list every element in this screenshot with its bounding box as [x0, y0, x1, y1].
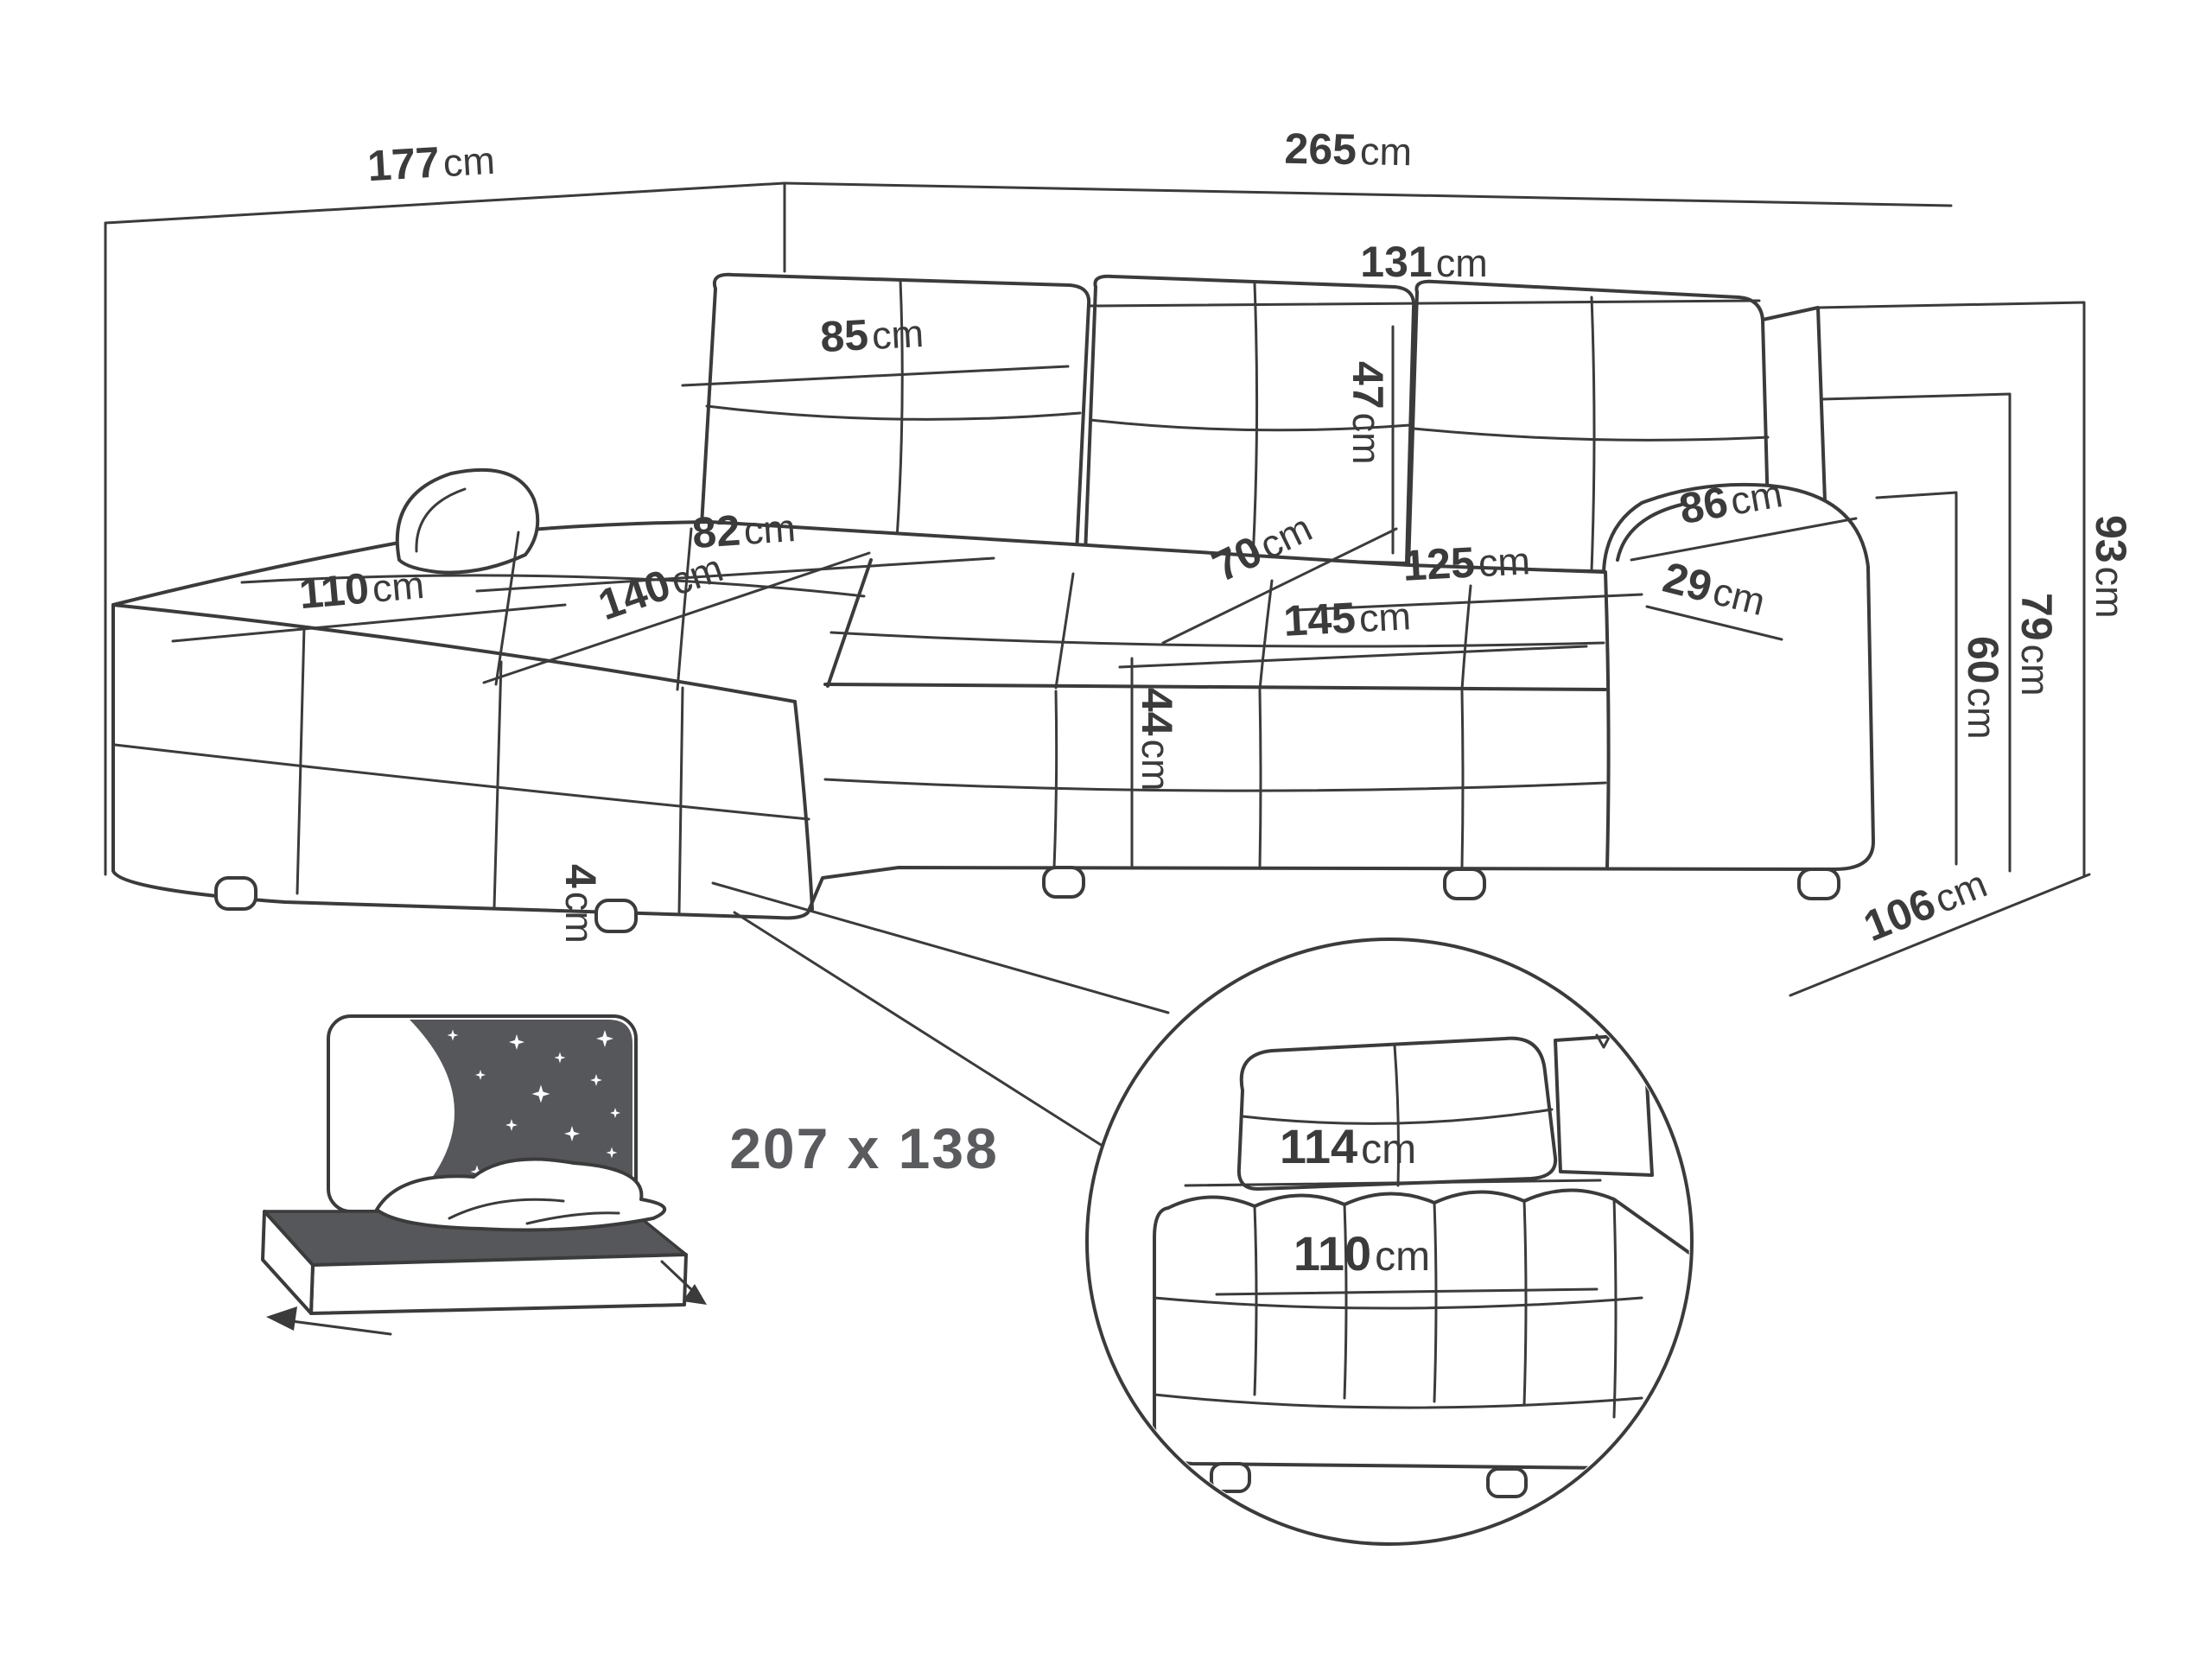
dimline-131: [1089, 299, 1761, 308]
sofa-seams: [113, 527, 1607, 914]
detail-view: 114cm 110cm: [1085, 938, 1694, 1546]
frame-top-right: [783, 181, 1953, 207]
dimline-145: [1118, 645, 1588, 669]
detail-seams: [1153, 1198, 1643, 1419]
sofa-feet: [214, 866, 1840, 933]
dim-label-47: 47cm: [1344, 361, 1392, 465]
dim-label-86: 86cm: [1675, 467, 1786, 533]
detail-leader-lines: [711, 881, 1170, 1151]
mattress-base: [309, 1253, 688, 1315]
unfold-arrow-left: [283, 1319, 392, 1336]
dimline-70: [1161, 527, 1398, 645]
sofa-drawing: [111, 272, 1875, 933]
sleeping-size-label: 207 x 138: [729, 1116, 999, 1180]
detail-drawing: [1153, 1033, 1689, 1498]
dim-label-93: 93cm: [2087, 515, 2135, 619]
frame-right-93: [1816, 301, 2086, 878]
dimline-140: [482, 551, 871, 684]
dimline-29: [1645, 605, 1783, 641]
left-armrest: [395, 467, 540, 575]
dim-label-131: 131cm: [1360, 238, 1487, 286]
dimline-82: [475, 556, 995, 593]
starry-sky: [406, 1020, 632, 1208]
dimline-85: [681, 365, 1070, 387]
dim-label-177: 177cm: [366, 135, 496, 190]
sleeping-function-icon: [261, 1014, 707, 1336]
back-cushion-left: [700, 272, 1091, 555]
frame-dimension-lines: [104, 181, 2091, 997]
frame-depth-106: [1789, 873, 2091, 997]
mattress-left-face: [261, 1210, 315, 1315]
sofa-structure-lines: [111, 503, 1683, 911]
detail-foot: [1486, 1467, 1528, 1498]
dim-label-4: 4cm: [556, 864, 605, 944]
detail-dimline-114: [1184, 1179, 1602, 1187]
dim-label-44: 44cm: [1133, 688, 1181, 791]
sofa-dimension-lines: [171, 299, 1858, 868]
foot: [214, 876, 257, 911]
dim-label-29: 29cm: [1658, 553, 1770, 625]
dim-label-145: 145cm: [1282, 590, 1412, 645]
dim-label-60: 60cm: [1959, 636, 2007, 740]
detail-label-114: 114cm: [1280, 1119, 1416, 1173]
dim-label-79: 79cm: [2012, 593, 2061, 696]
dim-label-110: 110cm: [297, 559, 426, 618]
foot: [594, 899, 638, 933]
unfold-arrow-right: [660, 1260, 696, 1294]
dimline-125: [1294, 593, 1643, 612]
frame-top-left: [104, 181, 786, 225]
detail-dimline-110: [1215, 1287, 1599, 1296]
detail-foot: [1210, 1462, 1251, 1493]
frame-right-79: [1820, 392, 2012, 873]
dim-label-265: 265cm: [1284, 124, 1412, 175]
dimline-86: [1630, 517, 1858, 562]
back-cushion-middle: [1084, 274, 1416, 565]
detail-pillow-2: [1554, 1033, 1654, 1177]
dim-label-82: 82cm: [690, 502, 797, 557]
dim-label-125: 125cm: [1402, 535, 1531, 590]
foot: [1042, 866, 1085, 899]
back-post-right: [1761, 306, 1827, 503]
dim-label-106: 106cm: [1857, 858, 1993, 950]
dim-label-85: 85cm: [819, 308, 925, 361]
detail-label-110: 110cm: [1294, 1226, 1430, 1281]
foot: [1797, 868, 1840, 900]
frame-right-60: [1875, 491, 1958, 866]
foot: [1443, 868, 1486, 900]
dimline-110: [171, 603, 567, 643]
